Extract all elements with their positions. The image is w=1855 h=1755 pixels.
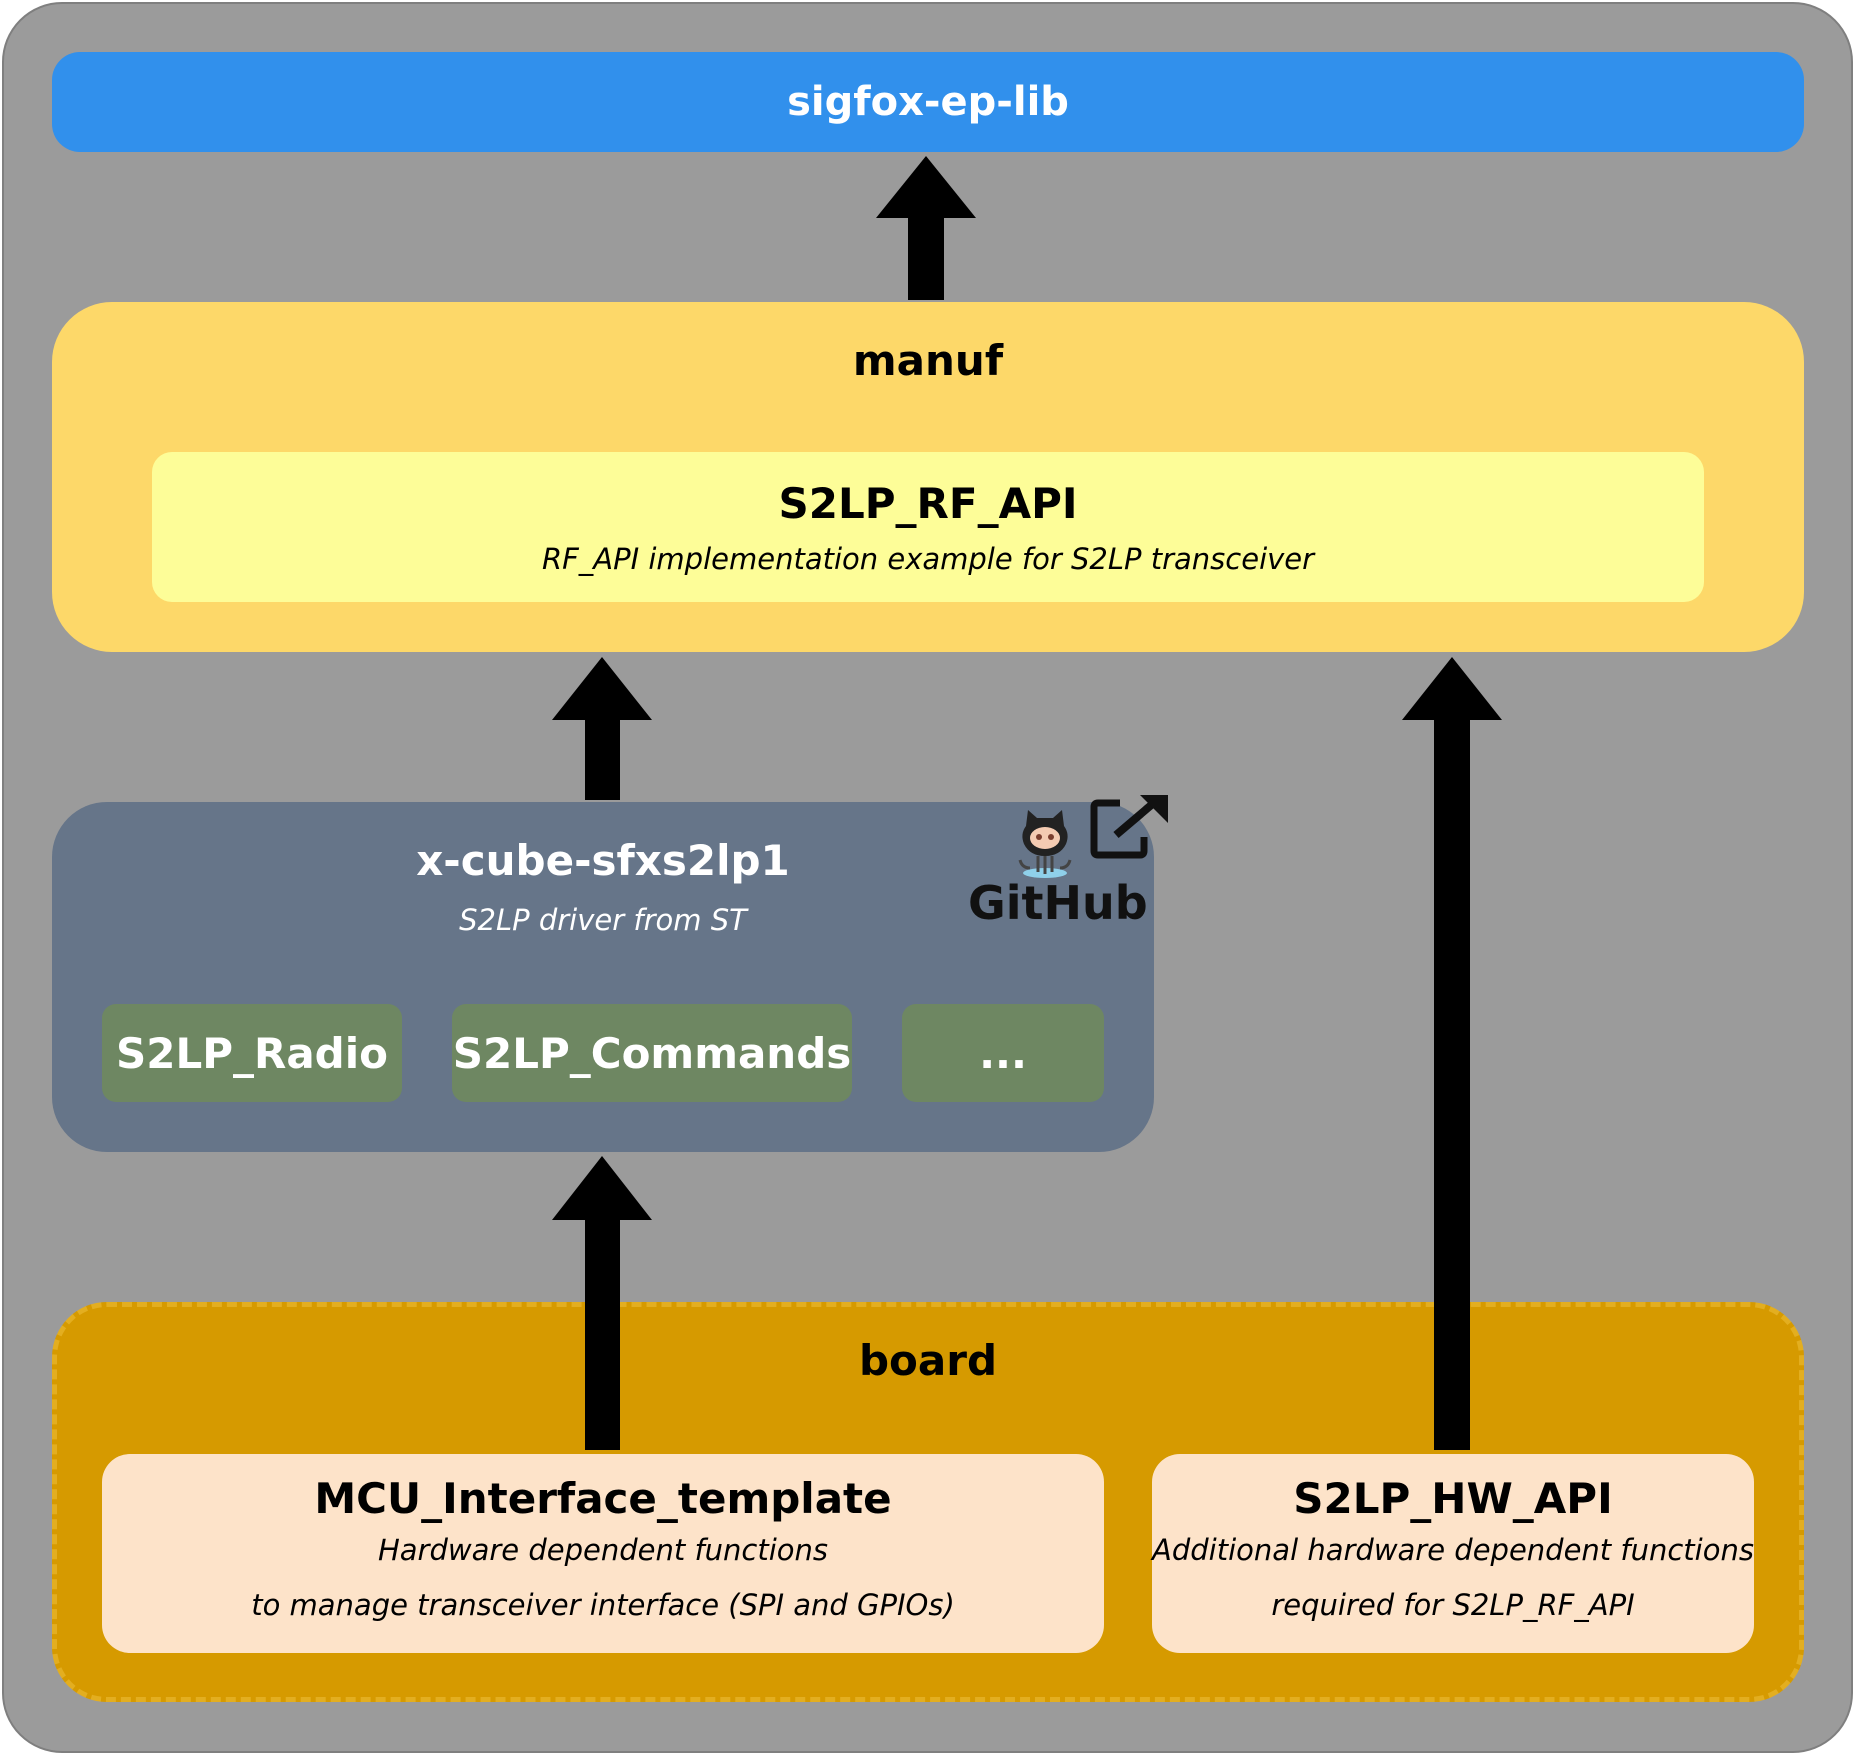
s2lp-hw-api-line-1: Additional hardware dependent functions xyxy=(1152,1533,1754,1567)
xcube-title: x-cube-sfxs2lp1 xyxy=(416,835,790,885)
s2lp-rf-api-subtitle: RF_API implementation example for S2LP t… xyxy=(541,541,1315,576)
arrow-manuf-to-sigfox xyxy=(876,156,976,300)
s2lp-rf-api-box: S2LP_RF_API RF_API implementation exampl… xyxy=(152,452,1704,602)
module-more: ... xyxy=(902,1004,1104,1102)
s2lp-hw-api-line-2: required for S2LP_RF_API xyxy=(1271,1588,1635,1622)
board-title: board xyxy=(858,1335,998,1385)
github-octocat-icon xyxy=(1018,810,1072,878)
arrow-mcu-to-xcube xyxy=(552,1156,652,1450)
external-link-icon[interactable] xyxy=(1090,793,1170,861)
module-s2lp-radio: S2LP_Radio xyxy=(102,1004,402,1102)
mcu-interface-line-2: to manage transceiver interface (SPI and… xyxy=(251,1588,955,1622)
sigfox-ep-lib-box: sigfox-ep-lib xyxy=(52,52,1804,152)
manuf-title: manuf xyxy=(852,335,1004,385)
module-s2lp-radio-label: S2LP_Radio xyxy=(115,1028,388,1078)
s2lp-rf-api-title: S2LP_RF_API xyxy=(778,478,1078,528)
xcube-subtitle: S2LP driver from ST xyxy=(459,903,747,937)
arrow-xcube-to-manuf xyxy=(552,657,652,800)
arrow-hw-api-to-manuf xyxy=(1402,657,1502,1450)
s2lp-hw-api-box: S2LP_HW_API Additional hardware dependen… xyxy=(1152,1454,1754,1653)
mcu-interface-template-title: MCU_Interface_template xyxy=(314,1474,892,1523)
module-more-label: ... xyxy=(979,1028,1027,1078)
module-s2lp-commands: S2LP_Commands xyxy=(452,1004,852,1102)
module-s2lp-commands-label: S2LP_Commands xyxy=(452,1028,852,1078)
github-label: GitHub xyxy=(968,876,1148,930)
s2lp-hw-api-title: S2LP_HW_API xyxy=(1293,1474,1613,1523)
mcu-interface-line-1: Hardware dependent functions xyxy=(377,1533,829,1567)
mcu-interface-template-box: MCU_Interface_template Hardware dependen… xyxy=(102,1454,1104,1653)
sigfox-ep-lib-label: sigfox-ep-lib xyxy=(787,79,1069,125)
github-link[interactable]: GitHub xyxy=(962,808,1182,933)
